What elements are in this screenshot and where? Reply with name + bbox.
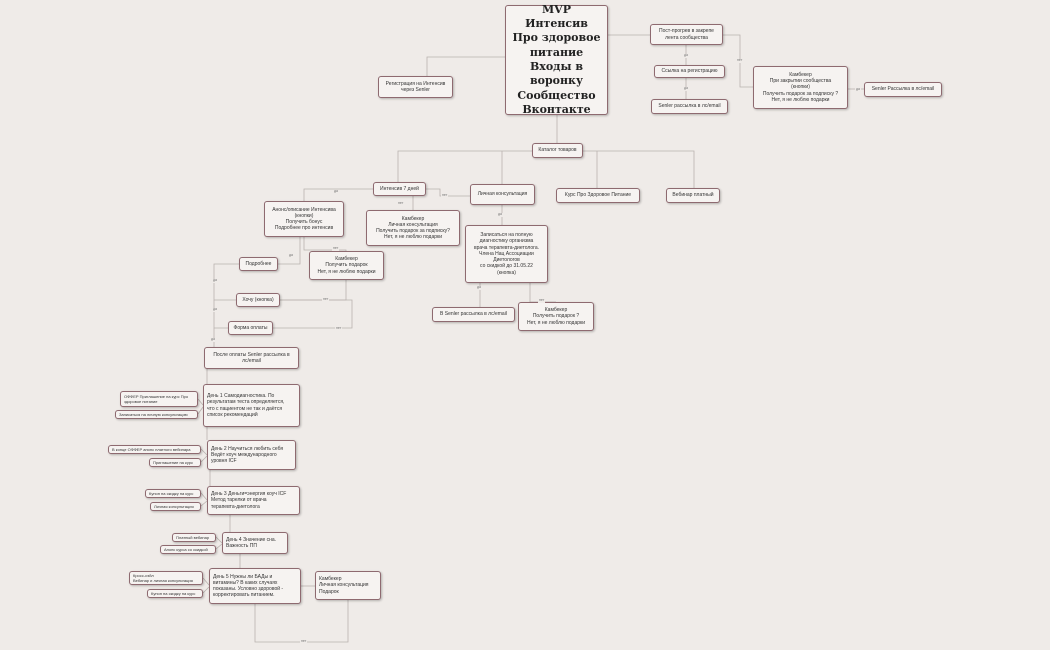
- payment-form-node[interactable]: Форма оплаты: [228, 321, 273, 335]
- registration-link-node[interactable]: Ссылка на регистрацию: [654, 65, 725, 78]
- connector-line: [215, 536, 223, 544]
- connector-line: [273, 299, 353, 329]
- comeback-b-node[interactable]: Камбекер Получить подарок ? Нет, я не лю…: [518, 302, 594, 331]
- connector-line: [280, 280, 347, 301]
- connector-line: [303, 237, 347, 251]
- day-3-node[interactable]: День 3 Деньги=энергия коуч ICF Метод тар…: [207, 486, 300, 515]
- comeback-close-node[interactable]: Камбекер При закрытии сообщества (кнопки…: [753, 66, 848, 109]
- connector-line: [200, 455, 208, 463]
- day2-sub-webinar-offer[interactable]: В конце ОФФЕР анонс платного вебинара: [108, 445, 201, 454]
- connector-line: [200, 500, 208, 507]
- edge-label-no: нет: [441, 193, 449, 198]
- edge-label-no: нет: [300, 639, 308, 644]
- day2-sub-invite[interactable]: Приглашение на курс: [149, 458, 201, 467]
- senler-post-node[interactable]: Senler рассылка в лс/email: [651, 99, 728, 114]
- edge-label-no: нет: [736, 58, 744, 63]
- connector-line: [202, 577, 210, 586]
- diagnostic-node[interactable]: Записаться на полную диагностику организ…: [465, 225, 548, 283]
- connector-line: [254, 600, 349, 643]
- connector-line: [426, 188, 470, 197]
- senler-b-node[interactable]: В Senler рассылка в лс/email: [432, 307, 515, 322]
- connector-line: [202, 586, 210, 594]
- connector-line: [397, 150, 532, 182]
- post-pin-node[interactable]: Пост-прогрев в закрепе лента сообщества: [650, 24, 723, 45]
- connector-line: [200, 448, 208, 456]
- edge-label-yes: да: [210, 337, 216, 342]
- day5-sub-cross[interactable]: Кросс-сэйл Вебинар и личная консультация: [129, 571, 203, 585]
- day1-sub-consult[interactable]: Записаться на личную консультацию: [115, 410, 198, 419]
- comeback-personal-node[interactable]: Камбекер Личная консультация Получить по…: [366, 210, 460, 246]
- root-node[interactable]: MVP Интенсив Про здоровое питание Входы …: [505, 3, 608, 116]
- intensive-7-node[interactable]: Интенсив 7 дней: [373, 182, 426, 196]
- connector-line: [215, 543, 223, 550]
- senler-right-node[interactable]: Senler Рассылка в лс/email: [864, 82, 942, 97]
- edge-label-yes: да: [212, 278, 218, 283]
- day5-sub-coupon[interactable]: Купон на скидку на курс: [147, 589, 203, 598]
- edge-label-yes: да: [476, 285, 482, 290]
- day4-sub-course[interactable]: Анонс курса со скидкой: [160, 545, 216, 554]
- day-5-node[interactable]: День 5 Нужны ли БАДы и витамины? В каких…: [209, 568, 301, 604]
- edge-label-yes: да: [212, 307, 218, 312]
- catalog-node[interactable]: Каталог товаров: [532, 143, 583, 158]
- after-payment-node[interactable]: После оплаты Senler рассылка в лс/email: [204, 347, 299, 369]
- connector-line: [197, 398, 204, 406]
- edge-label-yes: да: [288, 253, 294, 258]
- edge-label-yes: да: [683, 53, 689, 58]
- connector-line: [278, 237, 301, 265]
- day-1-node[interactable]: День 1 Самодиагностика. По результатам т…: [203, 384, 300, 427]
- edge-label-yes: да: [497, 212, 503, 217]
- personal-consult-node[interactable]: Личная консультация: [470, 184, 535, 205]
- day3-sub-coupon[interactable]: Купон на скидку на курс: [145, 489, 201, 498]
- edge-label-yes: да: [333, 189, 339, 194]
- webinar-node[interactable]: Вебинар платный: [666, 188, 720, 203]
- connector-line: [197, 406, 204, 415]
- edge-label-yes: да: [855, 87, 861, 92]
- comeback-final-node[interactable]: Камбекер Личная консультация Подарок: [315, 571, 381, 600]
- registration-node[interactable]: Регистрация на Интенсив через Senler: [378, 76, 453, 98]
- anons-node[interactable]: Анонс/описание Интенсива (кнопки) Получи…: [264, 201, 344, 237]
- day4-sub-webinar[interactable]: Платный вебинар: [172, 533, 216, 542]
- day-2-node[interactable]: День 2 Научиться любить себя Ведёт коуч …: [207, 440, 296, 470]
- edge-label-no: нет: [322, 297, 330, 302]
- day-4-node[interactable]: День 4 Значение сна. Важность ПП: [222, 532, 288, 554]
- edge-label-no: нет: [397, 201, 405, 206]
- connector-line: [213, 300, 228, 329]
- course-node[interactable]: Курс Про Здоровое Питание: [556, 188, 640, 203]
- edge-label-no: нет: [332, 246, 340, 251]
- more-node[interactable]: Подробнее: [239, 257, 278, 271]
- day3-sub-consult[interactable]: Личная консультация: [150, 502, 201, 511]
- connector-line: [583, 150, 695, 188]
- connector-line: [200, 492, 208, 501]
- want-button-node[interactable]: Хочу (кнопка): [236, 293, 280, 307]
- day1-sub-offer[interactable]: ОФФЕР Приглашение на курс Про здоровое п…: [120, 391, 198, 407]
- connector-line: [303, 188, 373, 201]
- connector-line: [426, 56, 505, 76]
- edge-label-yes: да: [683, 86, 689, 91]
- edge-label-no: нет: [335, 326, 343, 331]
- edge-label-no: нет: [538, 298, 546, 303]
- comeback-gift-node[interactable]: Камбекер Получить подарок Нет, я не любл…: [309, 251, 384, 280]
